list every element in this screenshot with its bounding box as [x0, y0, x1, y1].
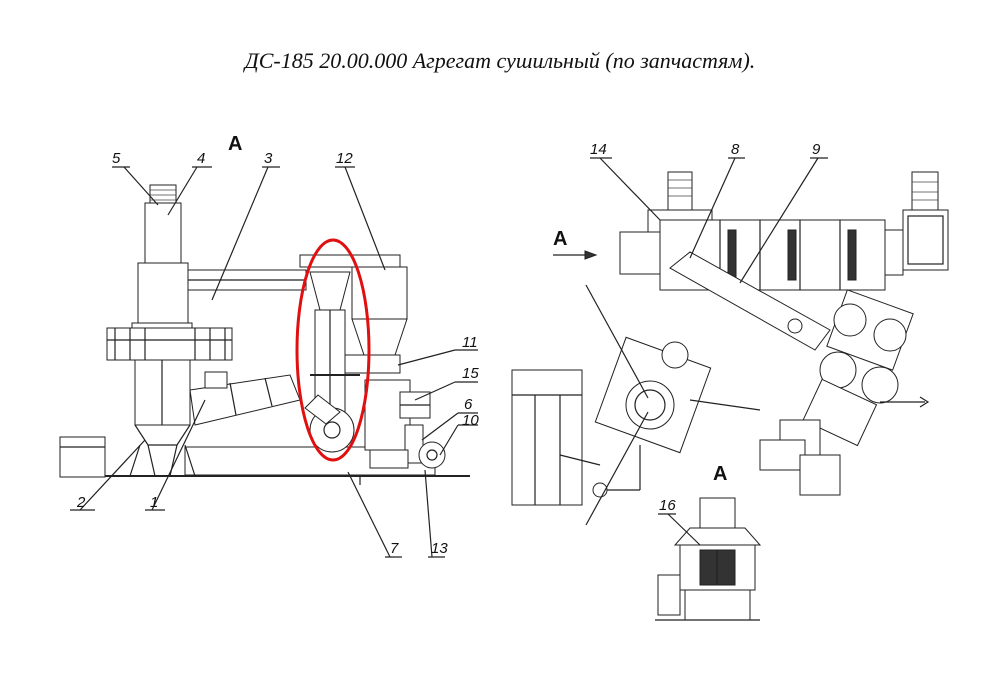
callout-2: 2: [76, 494, 86, 511]
callout-14: 14: [590, 141, 607, 158]
highlight-ellipse: [295, 238, 371, 462]
view-arrow-label-a: А: [553, 228, 567, 250]
callout-12: 12: [336, 150, 353, 167]
callout-11: 11: [462, 334, 478, 351]
callout-5: 5: [112, 150, 121, 167]
callout-6: 6: [464, 396, 473, 413]
left-elevation-view: А 5 4 3 12 11 15 6 10 2 1: [59, 133, 479, 558]
callout-15: 15: [462, 365, 479, 382]
callout-9: 9: [812, 141, 821, 158]
callout-10: 10: [462, 412, 479, 429]
view-label-a: А: [228, 133, 242, 155]
callout-13: 13: [431, 540, 448, 557]
callout-4: 4: [197, 150, 205, 167]
callout-7: 7: [390, 540, 399, 557]
page-title: ДС-185 20.00.000 Агрегат сушильный (по з…: [244, 48, 756, 73]
callout-3: 3: [264, 150, 273, 167]
callout-8: 8: [731, 141, 740, 158]
callout-1: 1: [150, 494, 158, 511]
detail-view-label-a: А: [713, 463, 727, 485]
right-plan-view: А А 14 8 9 16: [511, 141, 949, 621]
callout-16: 16: [659, 497, 676, 514]
